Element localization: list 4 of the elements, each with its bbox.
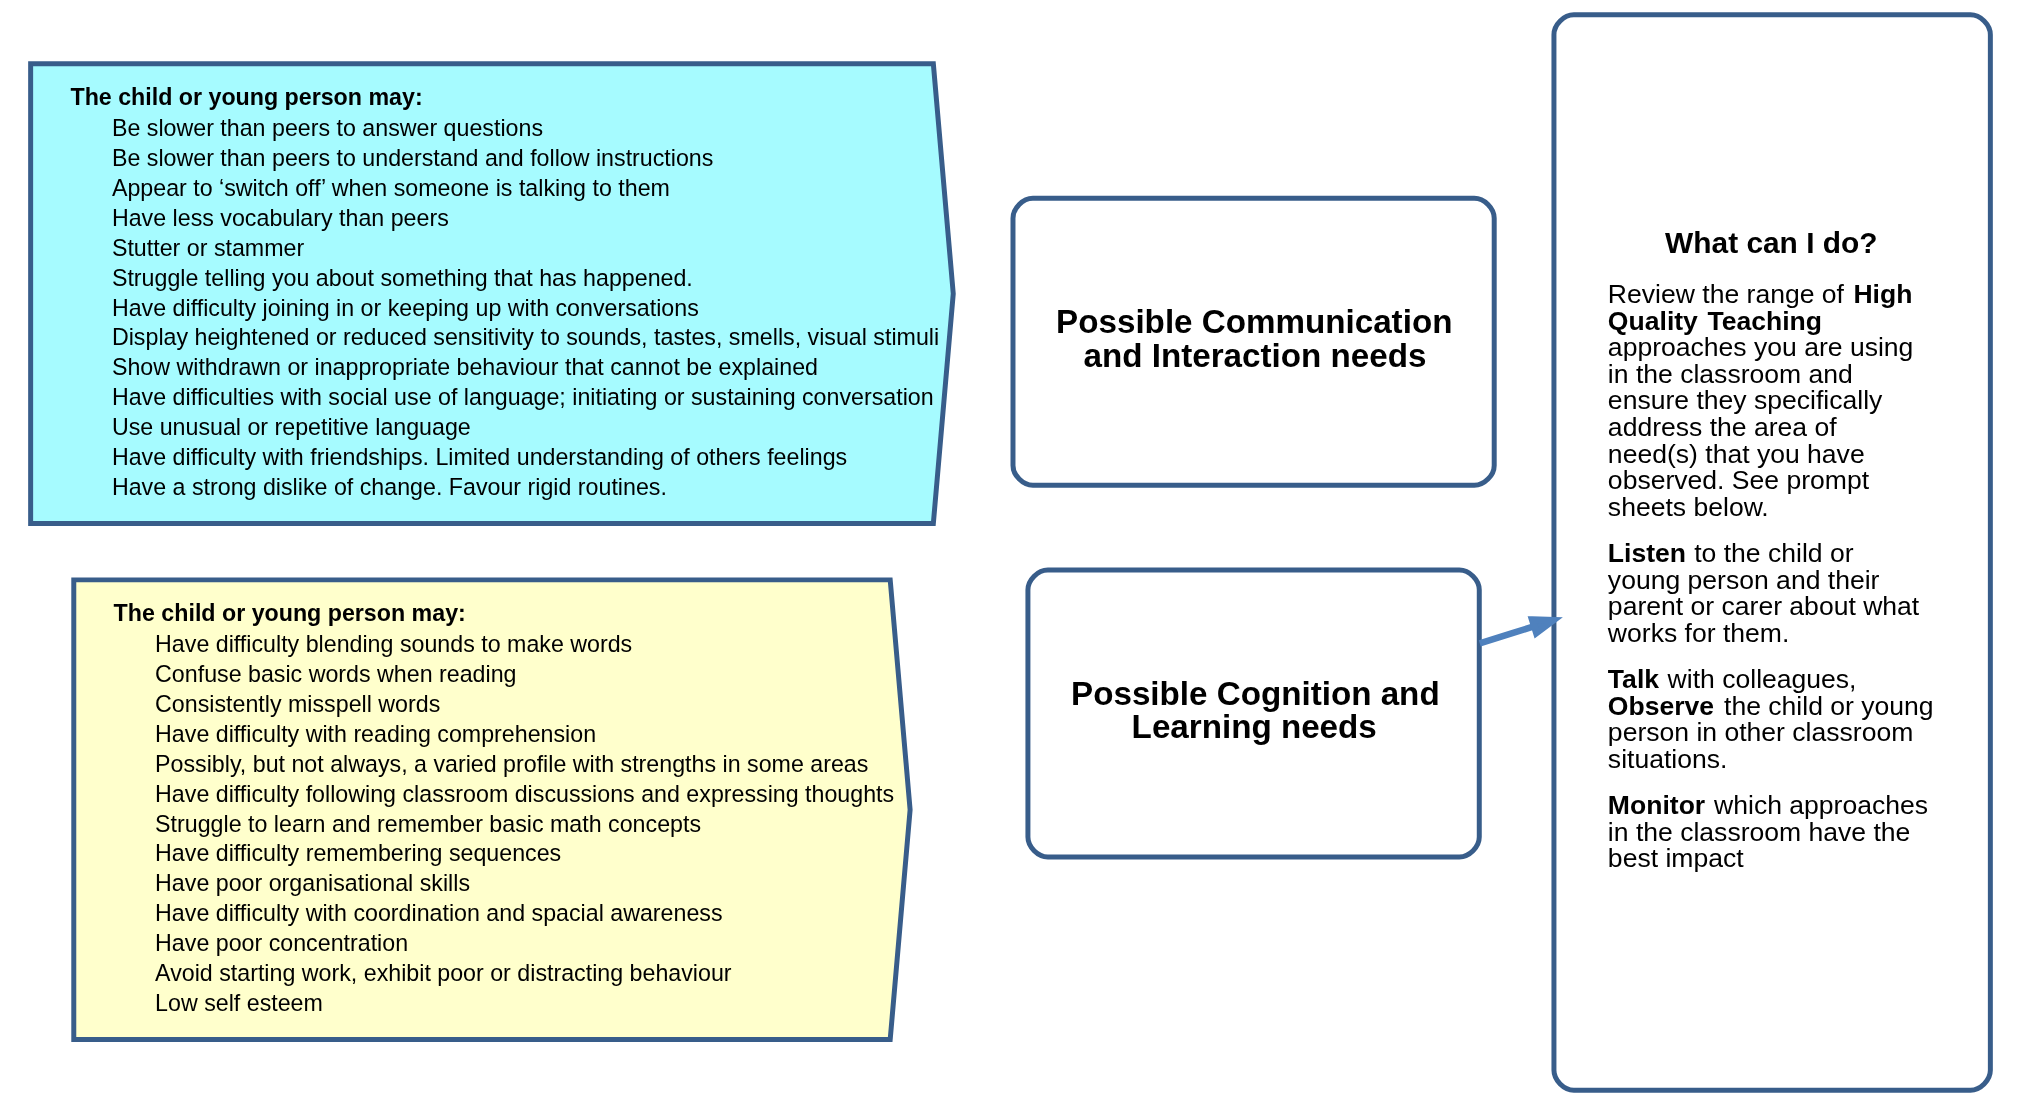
node-box: Possible Cognition and Learning needs (1024, 567, 1482, 860)
node-box: What can I do? Review the range of High Quality Teaching approaches you are using in the classroom and ensure they specifically address the area of need(s) that you have observed. See prompt sheets below. Listen to the child or young person and their parent or carer about what works for them. Talk with colleagues, Observe the child or young person in other classroom situations. Monitor which approaches in the classroom have the best impact (1550, 12, 1993, 1093)
node-box: Possible Communication and Interaction needs (1010, 195, 1497, 488)
arrow (1478, 616, 1563, 647)
